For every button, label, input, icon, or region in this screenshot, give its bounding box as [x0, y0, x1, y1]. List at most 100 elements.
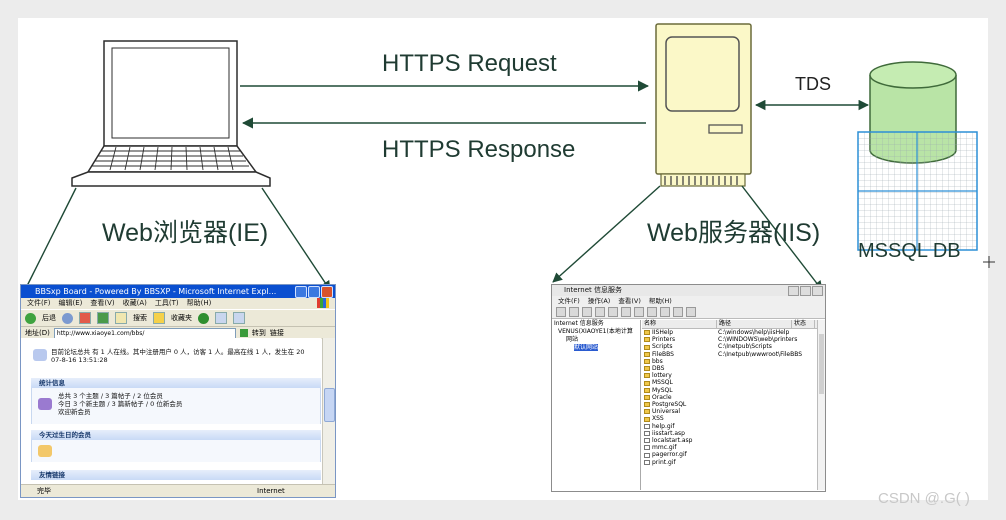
column-status[interactable]: 状态: [792, 320, 815, 328]
folder-icon: [644, 344, 650, 350]
stats-line-3[interactable]: 欢迎新会员: [58, 408, 91, 416]
iis-menu-help[interactable]: 帮助(H): [648, 297, 672, 305]
iis-row-path: C:\Inetpub\wwwroot\FileBBS: [718, 350, 803, 358]
back-button[interactable]: 后退: [42, 314, 56, 322]
back-icon[interactable]: [25, 312, 36, 324]
iis-row-name-cell: MSSQL: [642, 379, 718, 386]
tree-node-root[interactable]: Internet 信息服务: [554, 320, 604, 327]
iis-scrollbar-thumb[interactable]: [819, 334, 824, 394]
iis-list-row[interactable]: MSSQL: [642, 379, 817, 386]
iis-menu-view[interactable]: 查看(V): [618, 297, 641, 305]
iis-list-row[interactable]: pagerror.gif: [642, 451, 817, 458]
pause-icon[interactable]: [686, 307, 696, 317]
iis-list-row[interactable]: help.gif: [642, 423, 817, 430]
media-icon[interactable]: [198, 312, 209, 324]
minimize-button[interactable]: [295, 286, 307, 298]
favorites-icon[interactable]: [153, 312, 165, 324]
play-icon[interactable]: [660, 307, 670, 317]
tree-node-computer[interactable]: VENUS(XIAOYE1(本地计算: [558, 328, 633, 335]
iis-row-name: Oracle: [652, 393, 672, 401]
stop-icon[interactable]: [79, 312, 91, 324]
iis-list-row[interactable]: XSS: [642, 415, 817, 422]
menu-file[interactable]: 文件(F): [27, 299, 51, 307]
tree-node-websites[interactable]: 网站: [566, 336, 579, 343]
close-button[interactable]: [321, 286, 333, 298]
iis-list-row[interactable]: localstart.asp: [642, 437, 817, 444]
links-button[interactable]: 链接: [269, 329, 284, 337]
help-icon[interactable]: [634, 307, 644, 317]
computer-icon[interactable]: [647, 307, 657, 317]
refresh-icon[interactable]: [608, 307, 618, 317]
browser-scrollbar[interactable]: [322, 338, 335, 484]
stats-panel: 总共 3 个主题 / 3 篇帖子 / 2 位会员 今日 3 个新主题 / 3 篇…: [31, 388, 321, 424]
iis-menu-file[interactable]: 文件(F): [558, 297, 580, 305]
iis-row-name-cell: Scripts: [642, 343, 718, 350]
iis-close-button[interactable]: [812, 286, 823, 296]
print-icon[interactable]: [233, 312, 245, 324]
export-icon[interactable]: [621, 307, 631, 317]
iis-maximize-button[interactable]: [800, 286, 811, 296]
iis-row-path: [718, 423, 814, 430]
menu-view[interactable]: 查看(V): [90, 299, 115, 307]
folder-icon: [644, 330, 650, 336]
forward-icon[interactable]: [569, 307, 579, 317]
iis-toolbar: [552, 306, 825, 319]
status-done: 完毕: [37, 487, 51, 495]
favorites-button[interactable]: 收藏夹: [171, 314, 192, 322]
refresh-icon[interactable]: [97, 312, 109, 324]
iis-scrollbar[interactable]: [817, 320, 825, 490]
iis-row-name: bbs: [652, 357, 663, 365]
iis-list-row[interactable]: PostgreSQL: [642, 401, 817, 408]
browser-menu-bar: 文件(F) 编辑(E) 查看(V) 收藏(A) 工具(T) 帮助(H): [21, 298, 335, 309]
iis-list-row[interactable]: Universal: [642, 408, 817, 415]
iis-list-row[interactable]: mmc.gif: [642, 444, 817, 451]
folder-icon: [644, 366, 650, 372]
iis-list-row[interactable]: print.gif: [642, 459, 817, 466]
stop-icon[interactable]: [673, 307, 683, 317]
maximize-button[interactable]: [308, 286, 320, 298]
iis-list-row[interactable]: bbs: [642, 358, 817, 365]
back-icon[interactable]: [556, 307, 566, 317]
folder-icon: [644, 402, 650, 408]
go-icon[interactable]: [239, 329, 248, 337]
column-path[interactable]: 路径: [717, 320, 792, 328]
iis-row-name: help.gif: [652, 422, 675, 430]
folder-icon: [644, 337, 650, 343]
https-response-label: HTTPS Response: [382, 136, 576, 163]
properties-icon[interactable]: [595, 307, 605, 317]
scrollbar-thumb[interactable]: [324, 388, 335, 422]
folder-icon: [644, 387, 650, 393]
iis-row-name-cell: mmc.gif: [642, 444, 718, 451]
iis-row-name-cell: PostgreSQL: [642, 401, 718, 408]
iis-row-name: XSS: [652, 415, 664, 423]
iis-list-row[interactable]: DBS: [642, 365, 817, 372]
home-icon[interactable]: [115, 312, 127, 324]
mail-icon[interactable]: [215, 312, 227, 324]
iis-list-row[interactable]: MySQL: [642, 387, 817, 394]
iis-minimize-button[interactable]: [788, 286, 799, 296]
menu-help[interactable]: 帮助(H): [186, 299, 212, 307]
watermark: CSDN @.G( ): [878, 490, 970, 507]
address-input[interactable]: http://www.xiaoye1.com/bbs/: [53, 327, 236, 339]
online-users-icon: [33, 349, 47, 361]
up-icon[interactable]: [582, 307, 592, 317]
iis-list-row[interactable]: Oracle: [642, 394, 817, 401]
iis-row-path: [718, 379, 814, 386]
menu-edit[interactable]: 编辑(E): [58, 299, 83, 307]
search-button[interactable]: 搜索: [133, 314, 147, 322]
menu-favorites[interactable]: 收藏(A): [122, 299, 147, 307]
iis-list-row[interactable]: lottery: [642, 372, 817, 379]
go-button[interactable]: 转到: [251, 329, 266, 337]
column-name[interactable]: 名称: [642, 320, 717, 328]
iis-row-name: DBS: [652, 365, 665, 373]
forward-icon[interactable]: [62, 312, 73, 324]
iis-list-row[interactable]: iisstart.asp: [642, 430, 817, 437]
iis-menu-action[interactable]: 操作(A): [587, 297, 611, 305]
menu-tools[interactable]: 工具(T): [154, 299, 179, 307]
tree-node-default-site[interactable]: 默认网站: [574, 344, 599, 351]
iis-row-name-cell: DBS: [642, 365, 718, 372]
